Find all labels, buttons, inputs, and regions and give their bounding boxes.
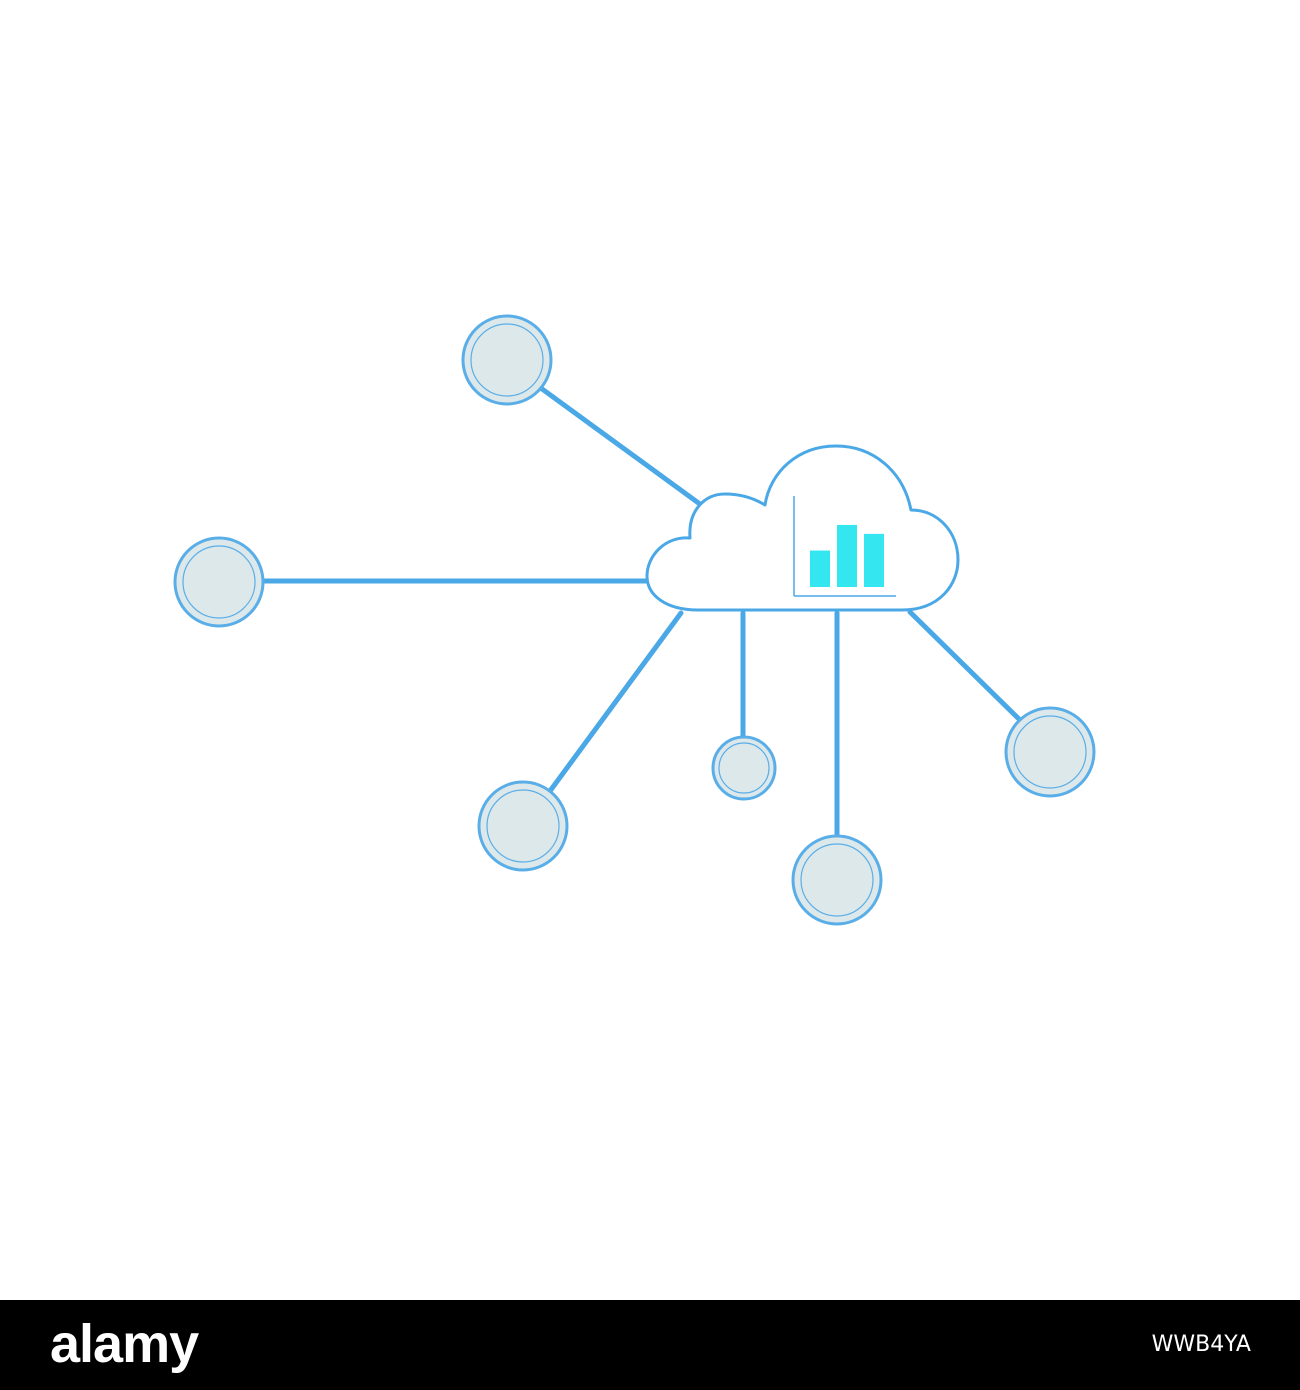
cloud-icon: [645, 444, 960, 612]
connector-bottom-left: [547, 610, 684, 794]
node-bottom-left: [477, 780, 569, 872]
bar-chart-icon: [793, 496, 896, 597]
cloud-outline: [645, 444, 960, 612]
node-right: [1004, 706, 1096, 798]
diagram-canvas: [173, 314, 1096, 926]
connectors: [259, 383, 1024, 838]
chart-bars: [810, 524, 884, 587]
node-top: [461, 314, 553, 406]
footer-bar: alamy WWB4YA: [0, 1300, 1300, 1390]
node-left: [173, 536, 265, 628]
connector-top: [535, 383, 707, 510]
brand-logo: alamy: [50, 1314, 199, 1374]
nodes: [173, 314, 1096, 926]
node-small-center: [711, 735, 777, 801]
chart-bar-3: [864, 533, 884, 587]
chart-bar-2: [837, 524, 857, 587]
connector-right: [907, 609, 1024, 724]
node-bottom-center: [791, 834, 883, 926]
chart-bar-1: [810, 550, 830, 587]
network-diagram: [173, 314, 1096, 926]
image-id-label: WWB4YA: [1151, 1332, 1251, 1357]
